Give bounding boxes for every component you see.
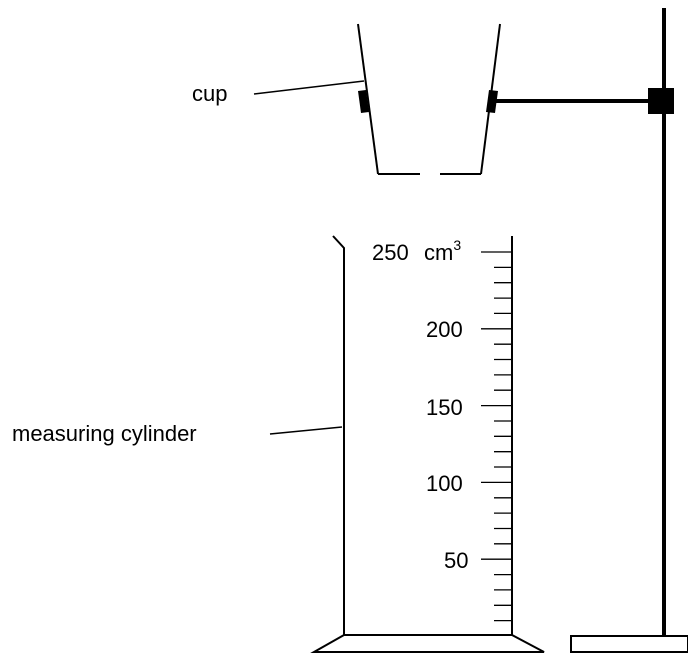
cup (357, 23, 501, 175)
cup-label-group: cup (192, 80, 365, 106)
scale-label-150: 150 (426, 395, 463, 420)
cylinder-left-wall (332, 235, 345, 635)
scale-label-250: 250 (372, 240, 409, 265)
cylinder-base (310, 634, 545, 653)
cylinder-leader-line (269, 426, 343, 435)
cylinder-label: measuring cylinder (12, 421, 197, 446)
retort-stand (496, 8, 688, 653)
scale-label-50: 50 (444, 548, 468, 573)
cup-label: cup (192, 81, 227, 106)
scale-label-200: 200 (426, 317, 463, 342)
cup-left-wall (357, 23, 379, 175)
cup-clamp-pad-right (486, 90, 498, 113)
measuring-cylinder (310, 235, 545, 653)
cup-leader-line (253, 80, 365, 95)
scale-label-100: 100 (426, 471, 463, 496)
cylinder-scale (481, 251, 512, 622)
stand-base (570, 635, 688, 653)
cup-clamp-pad-left (358, 90, 369, 113)
scale-numbers: 250 cm3 200 150 100 50 (372, 237, 468, 573)
cylinder-label-group: measuring cylinder (12, 421, 343, 446)
scale-unit: cm3 (424, 237, 461, 265)
boss-clamp (648, 88, 674, 114)
